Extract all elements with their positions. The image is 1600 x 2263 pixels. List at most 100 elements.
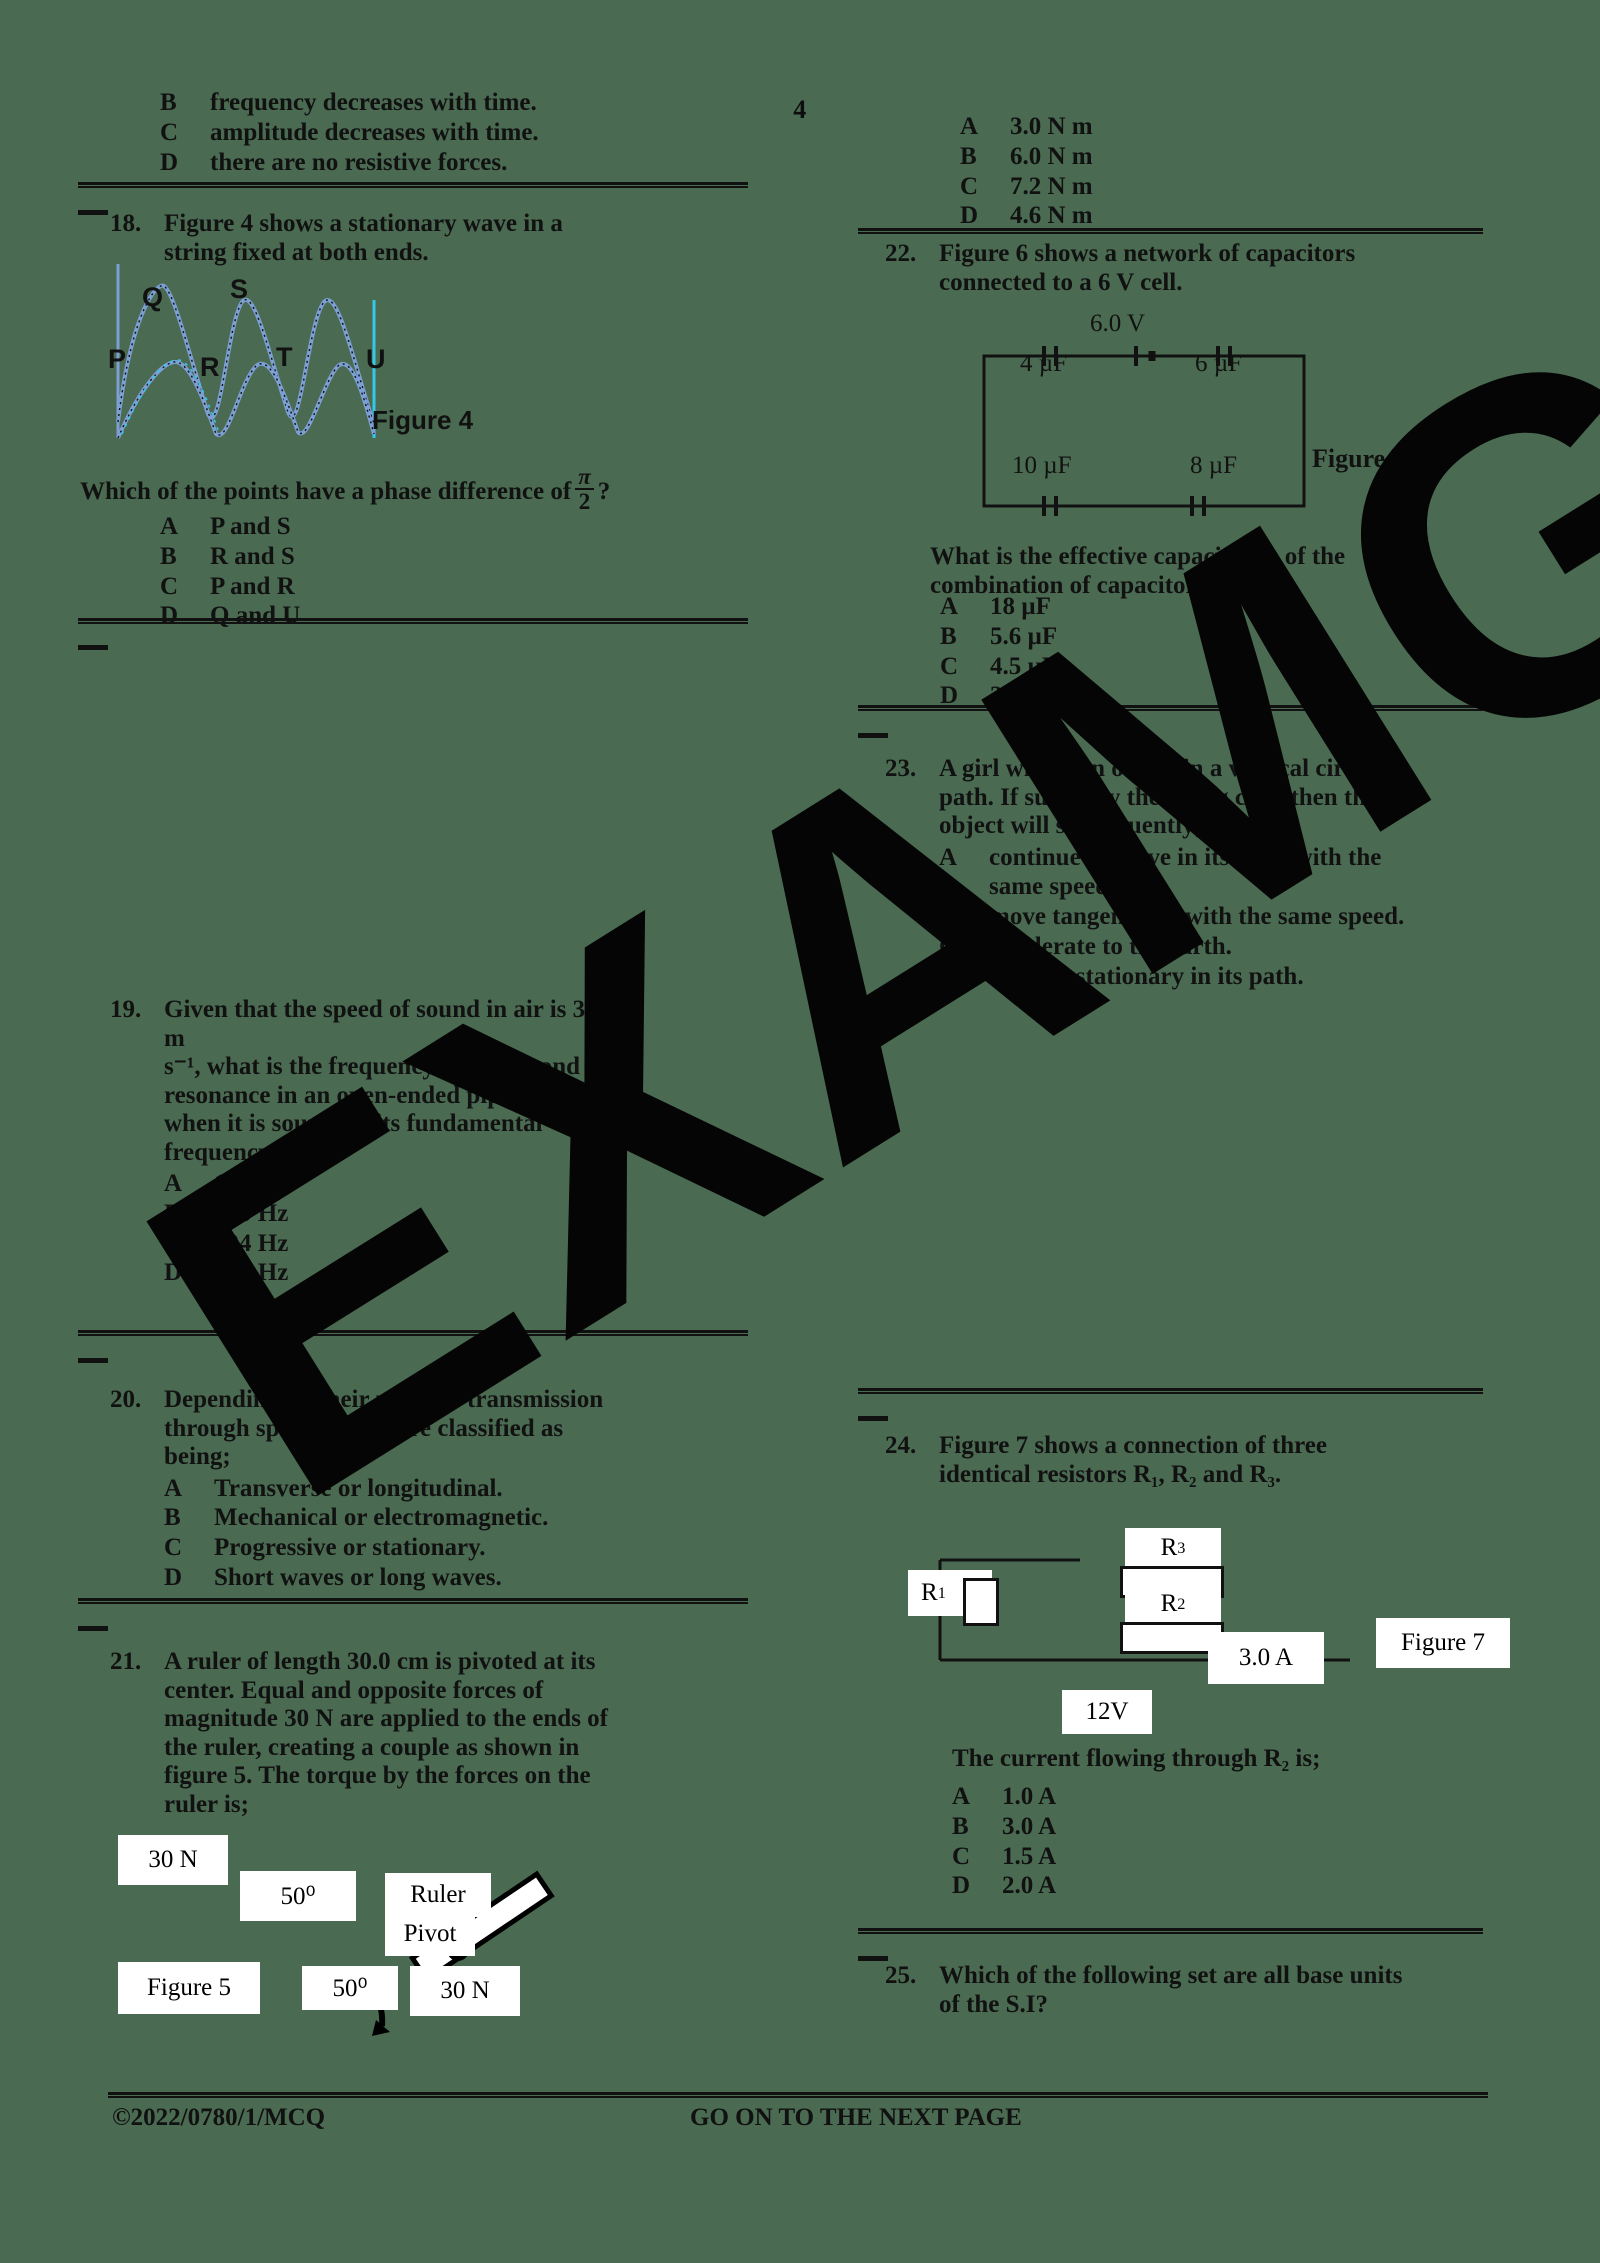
option-text: Q and U: [210, 602, 301, 630]
q24-question-text: The current flowing through R₂ is;: [952, 1745, 1321, 1772]
option-row[interactable]: C Progressive or stationary.: [164, 1533, 630, 1563]
option-row[interactable]: D Q and U: [160, 601, 580, 631]
option-text: 204 Hz: [214, 1229, 289, 1257]
option-row[interactable]: A 1.0 A: [952, 1782, 1352, 1812]
q19-line2: s⁻¹, what is the frequency of the second: [164, 1053, 581, 1080]
figure-7-caption: Figure 7: [1376, 1618, 1510, 1668]
option-text: P and R: [210, 572, 295, 600]
option-text: Transverse or longitudinal.: [214, 1474, 503, 1502]
question-24: 24. Figure 7 shows a connection of three…: [885, 1432, 1405, 1489]
capacitor-4: [1190, 496, 1206, 516]
option-row[interactable]: A continue to move in its orbit with the…: [939, 843, 1405, 903]
section-divider: [858, 228, 1483, 234]
option-row[interactable]: B 3.0 A: [952, 1812, 1352, 1842]
option-row[interactable]: D become stationary in its path.: [939, 962, 1405, 992]
divider-tick: [858, 733, 888, 738]
stationary-wave-svg: [116, 264, 376, 439]
option-letter: D: [960, 202, 979, 230]
page-number: 4: [793, 95, 807, 124]
q22-question-text: What is the effective capacitance of the…: [930, 543, 1346, 599]
option-row[interactable]: C amplitude decreases with time.: [160, 118, 620, 148]
option-row[interactable]: C accelerate to the earth.: [939, 932, 1405, 962]
option-text: 36 µF: [990, 682, 1051, 710]
option-row[interactable]: A P and S: [160, 512, 580, 542]
option-letter: B: [939, 903, 956, 930]
r2-subscript: 2: [1177, 1594, 1186, 1613]
section-divider: [78, 182, 748, 188]
option-row[interactable]: B Mechanical or electromagnetic.: [164, 1503, 630, 1533]
footer-code: ©2022/0780/1/MCQ: [112, 2104, 326, 2131]
option-text: accelerate to the earth.: [989, 932, 1232, 960]
capacitor-3: [1042, 496, 1058, 516]
option-row[interactable]: A 142 Hz: [164, 1169, 630, 1199]
divider-tick: [78, 1626, 108, 1631]
q24-line2: identical resistors R₁, R₂ and R₃.: [939, 1460, 1282, 1488]
option-row[interactable]: B 5.6 µF: [940, 622, 1340, 652]
question-23: 23. A girl whirls an object in a vertica…: [885, 755, 1405, 991]
option-letter: C: [939, 932, 958, 960]
option-row[interactable]: D there are no resistive forces.: [160, 148, 620, 178]
capacitor-1: [1042, 346, 1058, 366]
option-row[interactable]: A Transverse or longitudinal.: [164, 1474, 630, 1504]
wave-point-label-R: R: [200, 352, 220, 382]
option-row[interactable]: D 2.0 A: [952, 1871, 1352, 1901]
q24-options: A 1.0 A B 3.0 A C 1.5 A D 2.0 A: [952, 1782, 1352, 1901]
q19-line1: Given that the speed of sound in air is …: [164, 996, 611, 1052]
option-row[interactable]: B 6.0 N m: [960, 142, 1360, 172]
question-21: 21. A ruler of length 30.0 cm is pivoted…: [110, 1648, 630, 1819]
resistor-symbol-r2: [1120, 1622, 1224, 1654]
option-row[interactable]: A 3.0 N m: [960, 112, 1360, 142]
q23-options: A continue to move in its orbit with the…: [939, 843, 1405, 992]
figure-4-wave-diagram: Q S P R T U: [108, 262, 402, 442]
wave-point-label-U: U: [366, 344, 386, 374]
option-text: 3.0 A: [1002, 1812, 1057, 1840]
option-text: R and S: [210, 542, 295, 570]
figure-6-capacitor-network: [982, 346, 1306, 516]
option-text: Mechanical or electromagnetic.: [214, 1504, 549, 1532]
option-row[interactable]: A 18 µF: [940, 592, 1340, 622]
figure-4-caption: Figure 4: [372, 405, 474, 435]
option-text: Progressive or stationary.: [214, 1534, 486, 1561]
option-row[interactable]: D 283 Hz: [164, 1258, 630, 1288]
question-number: 25.: [885, 1962, 917, 1989]
question-number: 22.: [885, 240, 917, 267]
q19-line3: resonance in an open-ended pipe 1.2 m lo…: [164, 1081, 629, 1109]
option-text: 283 Hz: [214, 1259, 289, 1287]
question-25: 25. Which of the following set are all b…: [885, 1962, 1405, 2019]
r3-subscript: 3: [1177, 1538, 1186, 1557]
option-text: 6.0 N m: [1010, 142, 1093, 170]
pivot-label: Pivot: [385, 1912, 475, 1956]
capacitor-2: [1216, 346, 1232, 366]
option-letter: B: [160, 542, 177, 570]
q21-options: A 3.0 N m B 6.0 N m C 7.2 N m D 4.6 N m: [960, 112, 1360, 231]
option-letter: C: [160, 118, 179, 146]
option-row[interactable]: C P and R: [160, 572, 580, 602]
option-row[interactable]: B R and S: [160, 542, 580, 572]
question-stem: Which of the following set are all base …: [939, 1962, 1403, 2018]
option-row[interactable]: B frequency decreases with time.: [160, 88, 620, 118]
q24-question-line: The current flowing through R₂ is;: [952, 1745, 1412, 1774]
option-letter: C: [960, 172, 979, 200]
option-row[interactable]: C 204 Hz: [164, 1229, 630, 1259]
divider-tick: [858, 1416, 888, 1421]
option-row[interactable]: C 7.2 N m: [960, 172, 1360, 202]
option-row[interactable]: C 4.5 µF: [940, 652, 1340, 682]
option-row[interactable]: D 36 µF: [940, 681, 1340, 711]
force-arrowhead-bottom: [372, 2020, 390, 2036]
question-stem: Figure 7 shows a connection of three ide…: [939, 1432, 1405, 1489]
option-row[interactable]: C 1.5 A: [952, 1842, 1352, 1872]
option-letter: A: [952, 1783, 971, 1810]
q18-question-prefix: Which of the points have a phase differe…: [80, 477, 572, 505]
option-row[interactable]: B move tangentially with the same speed.: [939, 902, 1405, 932]
q24-line1: Figure 7 shows a connection of three: [939, 1432, 1327, 1459]
option-row[interactable]: B 170 Hz: [164, 1199, 630, 1229]
option-row[interactable]: D 4.6 N m: [960, 201, 1360, 231]
wave-point-label-T: T: [276, 342, 293, 372]
option-row[interactable]: D Short waves or long waves.: [164, 1563, 630, 1593]
question-number: 21.: [110, 1648, 142, 1675]
option-letter: B: [960, 142, 977, 170]
divider-tick: [78, 1358, 108, 1363]
